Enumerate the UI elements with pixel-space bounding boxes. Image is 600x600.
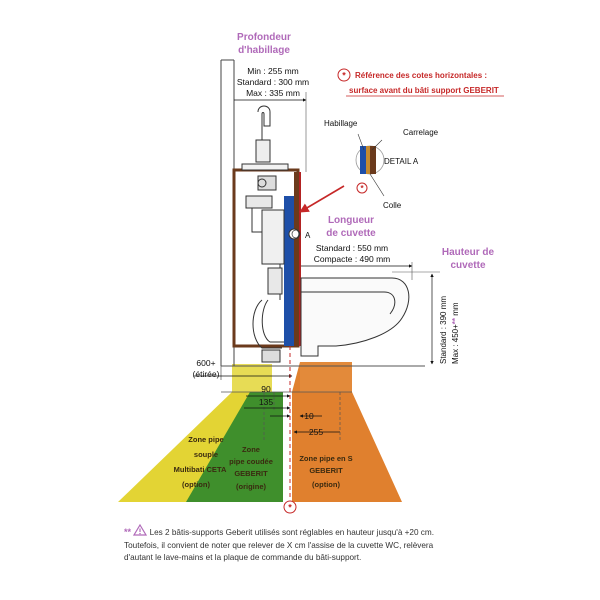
dim-600: 600+: [196, 358, 215, 368]
zone-green-label-3: GEBERIT: [234, 469, 268, 478]
zone-orange-top: [300, 362, 352, 392]
reference-star-circle: [337, 68, 351, 82]
longueur-standard: Standard : 550 mm: [316, 243, 388, 253]
reference-line-2: surface avant du bâti support GEBERIT: [349, 86, 499, 95]
reference-line-1: Référence des cotes horizontales :: [355, 71, 487, 80]
zone-orange-label-1: Zone pipe en S: [299, 454, 352, 463]
detail-a-graphic: [355, 133, 385, 197]
bottom-dimensions: [194, 366, 341, 440]
dim-90: 90: [261, 384, 271, 394]
footer-note: ** Les 2 bâtis-supports Geberit utilisés…: [124, 524, 504, 565]
footer-marker: **: [124, 527, 132, 537]
reference-star: *: [342, 71, 346, 81]
marker-a-label: A: [305, 231, 311, 240]
hauteur-standard: Standard : 390 mm: [439, 296, 448, 364]
detail-a-title: DETAIL A: [384, 157, 419, 166]
profondeur-min: Min : 255 mm: [247, 66, 299, 76]
dim-etiree: (étirée): [193, 369, 220, 379]
detail-carrelage-label: Carrelage: [403, 128, 439, 137]
hauteur-max-star: **: [451, 317, 460, 324]
zone-green-label-1: Zone: [242, 445, 260, 454]
hauteur-title-1: Hauteur de: [442, 247, 495, 258]
zone-yellow-label-4: (option): [182, 480, 210, 489]
zone-orange-label-3: (option): [312, 480, 340, 489]
profondeur-max: Max : 335 mm: [246, 88, 300, 98]
zone-green-label-2: pipe coudée: [229, 457, 273, 466]
longueur-compacte: Compacte : 490 mm: [314, 254, 391, 264]
zone-yellow-label-3: Multibati CETA: [174, 465, 227, 474]
profondeur-title-2: d'habillage: [238, 45, 290, 56]
wc-bowl: [300, 277, 410, 357]
zone-yellow-label-1: Zone pipe: [188, 435, 223, 444]
marker-a-circle: [291, 229, 301, 239]
footer-line-3: d'autant le lave-mains et la plaque de c…: [124, 553, 362, 562]
bati-blue-panel: [284, 196, 294, 346]
zone-green-label-4: (origine): [236, 482, 266, 491]
zone-green-area: [186, 392, 283, 502]
longueur-title-1: Longueur: [328, 215, 374, 226]
plumbing-sketch: [241, 105, 300, 363]
footer-text-1: Les 2 bâtis-supports Geberit utilisés so…: [149, 528, 434, 537]
warning-icon: [133, 524, 148, 536]
hauteur-max: Max : 450+** mm: [451, 302, 460, 364]
profondeur-title-1: Profondeur: [237, 32, 291, 43]
bottom-star-circle: [283, 500, 297, 514]
detail-habillage-label: Habillage: [324, 119, 358, 128]
detail-pointer-arrow: [299, 185, 345, 213]
zone-yellow-block: [232, 364, 272, 392]
detail-colle-label: Colle: [383, 201, 402, 210]
bottom-star: *: [288, 503, 292, 513]
detail-star: *: [360, 184, 364, 193]
zone-yellow-label-2: souple: [194, 450, 218, 459]
hauteur-max-unit: mm: [451, 302, 460, 318]
hauteur-max-value: Max : 450+: [451, 324, 460, 364]
dim-10: 10: [304, 411, 314, 421]
zone-orange-label-2: GEBERIT: [309, 466, 343, 475]
bati-brown-strip: [294, 172, 299, 346]
footer-line-1: ** Les 2 bâtis-supports Geberit utilisés…: [124, 524, 504, 540]
longueur-title-2: de cuvette: [326, 228, 376, 239]
profondeur-standard: Standard : 300 mm: [237, 77, 309, 87]
footer-line-2: Toutefois, il convient de noter que rele…: [124, 540, 434, 550]
bati-inner-red: [299, 172, 301, 346]
zone-orange-area: [292, 362, 402, 502]
detail-star-circle: [356, 182, 368, 194]
dim-135: 135: [259, 397, 273, 407]
dim-255: 255: [309, 427, 323, 437]
hauteur-title-2: cuvette: [450, 260, 485, 271]
